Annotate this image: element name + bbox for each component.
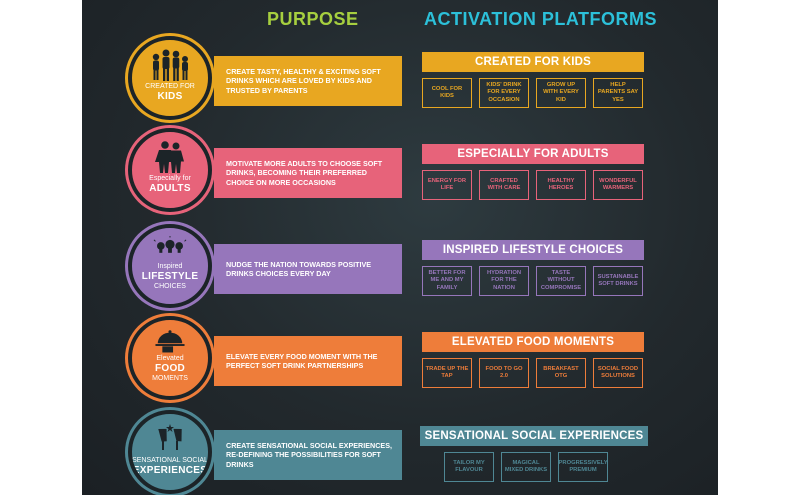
adults-badge: Especially for ADULTS bbox=[128, 128, 212, 212]
purpose-text: Nudge the nation towards positive drinks… bbox=[226, 259, 372, 279]
badge-caption-small: Especially for bbox=[149, 175, 191, 182]
row-adults: Especially for ADULTS Motivate more adul… bbox=[82, 128, 718, 223]
badge-caption-big: LIFESTYLE bbox=[141, 271, 199, 282]
platform-item: PROGRESSIVELY PREMIUM bbox=[558, 452, 608, 482]
platform-item: ENERGY FOR LIFE bbox=[422, 170, 472, 200]
food-cloche-icon bbox=[155, 330, 185, 353]
platform-items-social: TAILOR MY FLAVOUR MAGICAL MIXED DRINKS P… bbox=[444, 452, 608, 482]
platform-item: HELP PARENTS SAY YES bbox=[593, 78, 643, 108]
badge-caption-small-2: CHOICES bbox=[154, 283, 186, 290]
platform-item: TRADE UP THE TAP bbox=[422, 358, 472, 388]
purpose-bar-lifestyle: Nudge the nation towards positive drinks… bbox=[214, 244, 402, 294]
kids-badge: CREATED FOR KIDS bbox=[128, 36, 212, 120]
badge-caption-big: FOOD bbox=[154, 363, 186, 374]
platform-item: FOOD TO GO 2.0 bbox=[479, 358, 529, 388]
platform-items-kids: COOL FOR KIDS KIDS' DRINK FOR EVERY OCCA… bbox=[422, 78, 643, 108]
food-badge: Elevated FOOD MOMENTS bbox=[128, 316, 212, 400]
platform-title-food: ELEVATED FOOD MOMENTS bbox=[422, 332, 644, 352]
platform-item: TAILOR MY FLAVOUR bbox=[444, 452, 494, 482]
platform-item: SOCIAL FOOD SOLUTIONS bbox=[593, 358, 643, 388]
purpose-bar-adults: Motivate more adults to choose soft drin… bbox=[214, 148, 402, 198]
badge-caption-big: EXPERIENCES bbox=[132, 465, 208, 476]
platform-item: SUSTAINABLE SOFT DRINKS bbox=[593, 266, 643, 296]
platform-title-lifestyle: INSPIRED LIFESTYLE CHOICES bbox=[422, 240, 644, 260]
lifestyle-badge: Inspired LIFESTYLE CHOICES bbox=[128, 224, 212, 308]
activation-platforms-heading: ACTIVATION PLATFORMS bbox=[424, 9, 657, 29]
platform-items-food: TRADE UP THE TAP FOOD TO GO 2.0 BREAKFAS… bbox=[422, 358, 643, 388]
children-icon bbox=[152, 49, 188, 81]
badge-caption-small: Elevated bbox=[156, 355, 184, 362]
platform-items-lifestyle: BETTER FOR ME AND MY FAMILY HYDRATION FO… bbox=[422, 266, 643, 296]
platform-item: CRAFTED WITH CARE bbox=[479, 170, 529, 200]
purpose-text: Create tasty, healthy & exciting soft dr… bbox=[226, 66, 381, 95]
purpose-text: Elevate every food moment with the perfe… bbox=[226, 351, 378, 371]
platform-item: KIDS' DRINK FOR EVERY OCCASION bbox=[479, 78, 529, 108]
platform-item: HEALTHY HEROES bbox=[536, 170, 586, 200]
platform-items-adults: ENERGY FOR LIFE CRAFTED WITH CARE HEALTH… bbox=[422, 170, 643, 200]
platform-item: WONDERFUL WARMERS bbox=[593, 170, 643, 200]
platform-item: COOL FOR KIDS bbox=[422, 78, 472, 108]
badge-caption-small: Inspired bbox=[157, 263, 183, 270]
purpose-heading: PURPOSE bbox=[267, 9, 359, 29]
badge-caption-big: ADULTS bbox=[149, 183, 191, 194]
cheers-icon bbox=[158, 424, 182, 450]
platform-title-social: SENSATIONAL SOCIAL EXPERIENCES bbox=[420, 426, 648, 446]
adults-icon bbox=[155, 141, 184, 173]
social-badge: SENSATIONAL SOCIAL EXPERIENCES bbox=[128, 410, 212, 494]
purpose-bar-food: Elevate every food moment with the perfe… bbox=[214, 336, 402, 386]
purpose-text: Create sensational social experiences, r… bbox=[226, 440, 393, 469]
badge-caption-small-2: MOMENTS bbox=[152, 375, 188, 382]
row-social: SENSATIONAL SOCIAL EXPERIENCES Create se… bbox=[82, 410, 718, 495]
badge-caption-small: SENSATIONAL SOCIAL bbox=[132, 457, 208, 464]
purpose-text: Motivate more adults to choose soft drin… bbox=[226, 158, 383, 187]
platform-item: BETTER FOR ME AND MY FAMILY bbox=[422, 266, 472, 296]
lightbulbs-icon bbox=[153, 236, 187, 253]
row-food: Elevated FOOD MOMENTS Elevate every food… bbox=[82, 316, 718, 411]
row-lifestyle: Inspired LIFESTYLE CHOICES Nudge the nat… bbox=[82, 224, 718, 319]
purpose-bar-social: Create sensational social experiences, r… bbox=[214, 430, 402, 480]
platform-item: MAGICAL MIXED DRINKS bbox=[501, 452, 551, 482]
platform-item: GROW UP WITH EVERY KID bbox=[536, 78, 586, 108]
badge-caption-big: KIDS bbox=[157, 91, 183, 102]
row-kids: CREATED FOR KIDS Create tasty, healthy &… bbox=[82, 36, 718, 131]
infographic-panel: PURPOSE ACTIVATION PLATFORMS CREATED FOR… bbox=[82, 0, 718, 495]
platform-title-kids: CREATED FOR KIDS bbox=[422, 52, 644, 72]
platform-item: TASTE WITHOUT COMPROMISE bbox=[536, 266, 586, 296]
platform-item: HYDRATION FOR THE NATION bbox=[479, 266, 529, 296]
purpose-bar-kids: Create tasty, healthy & exciting soft dr… bbox=[214, 56, 402, 106]
platform-title-adults: ESPECIALLY FOR ADULTS bbox=[422, 144, 644, 164]
badge-caption-small: CREATED FOR bbox=[145, 83, 195, 90]
platform-item: BREAKFAST OTG bbox=[536, 358, 586, 388]
